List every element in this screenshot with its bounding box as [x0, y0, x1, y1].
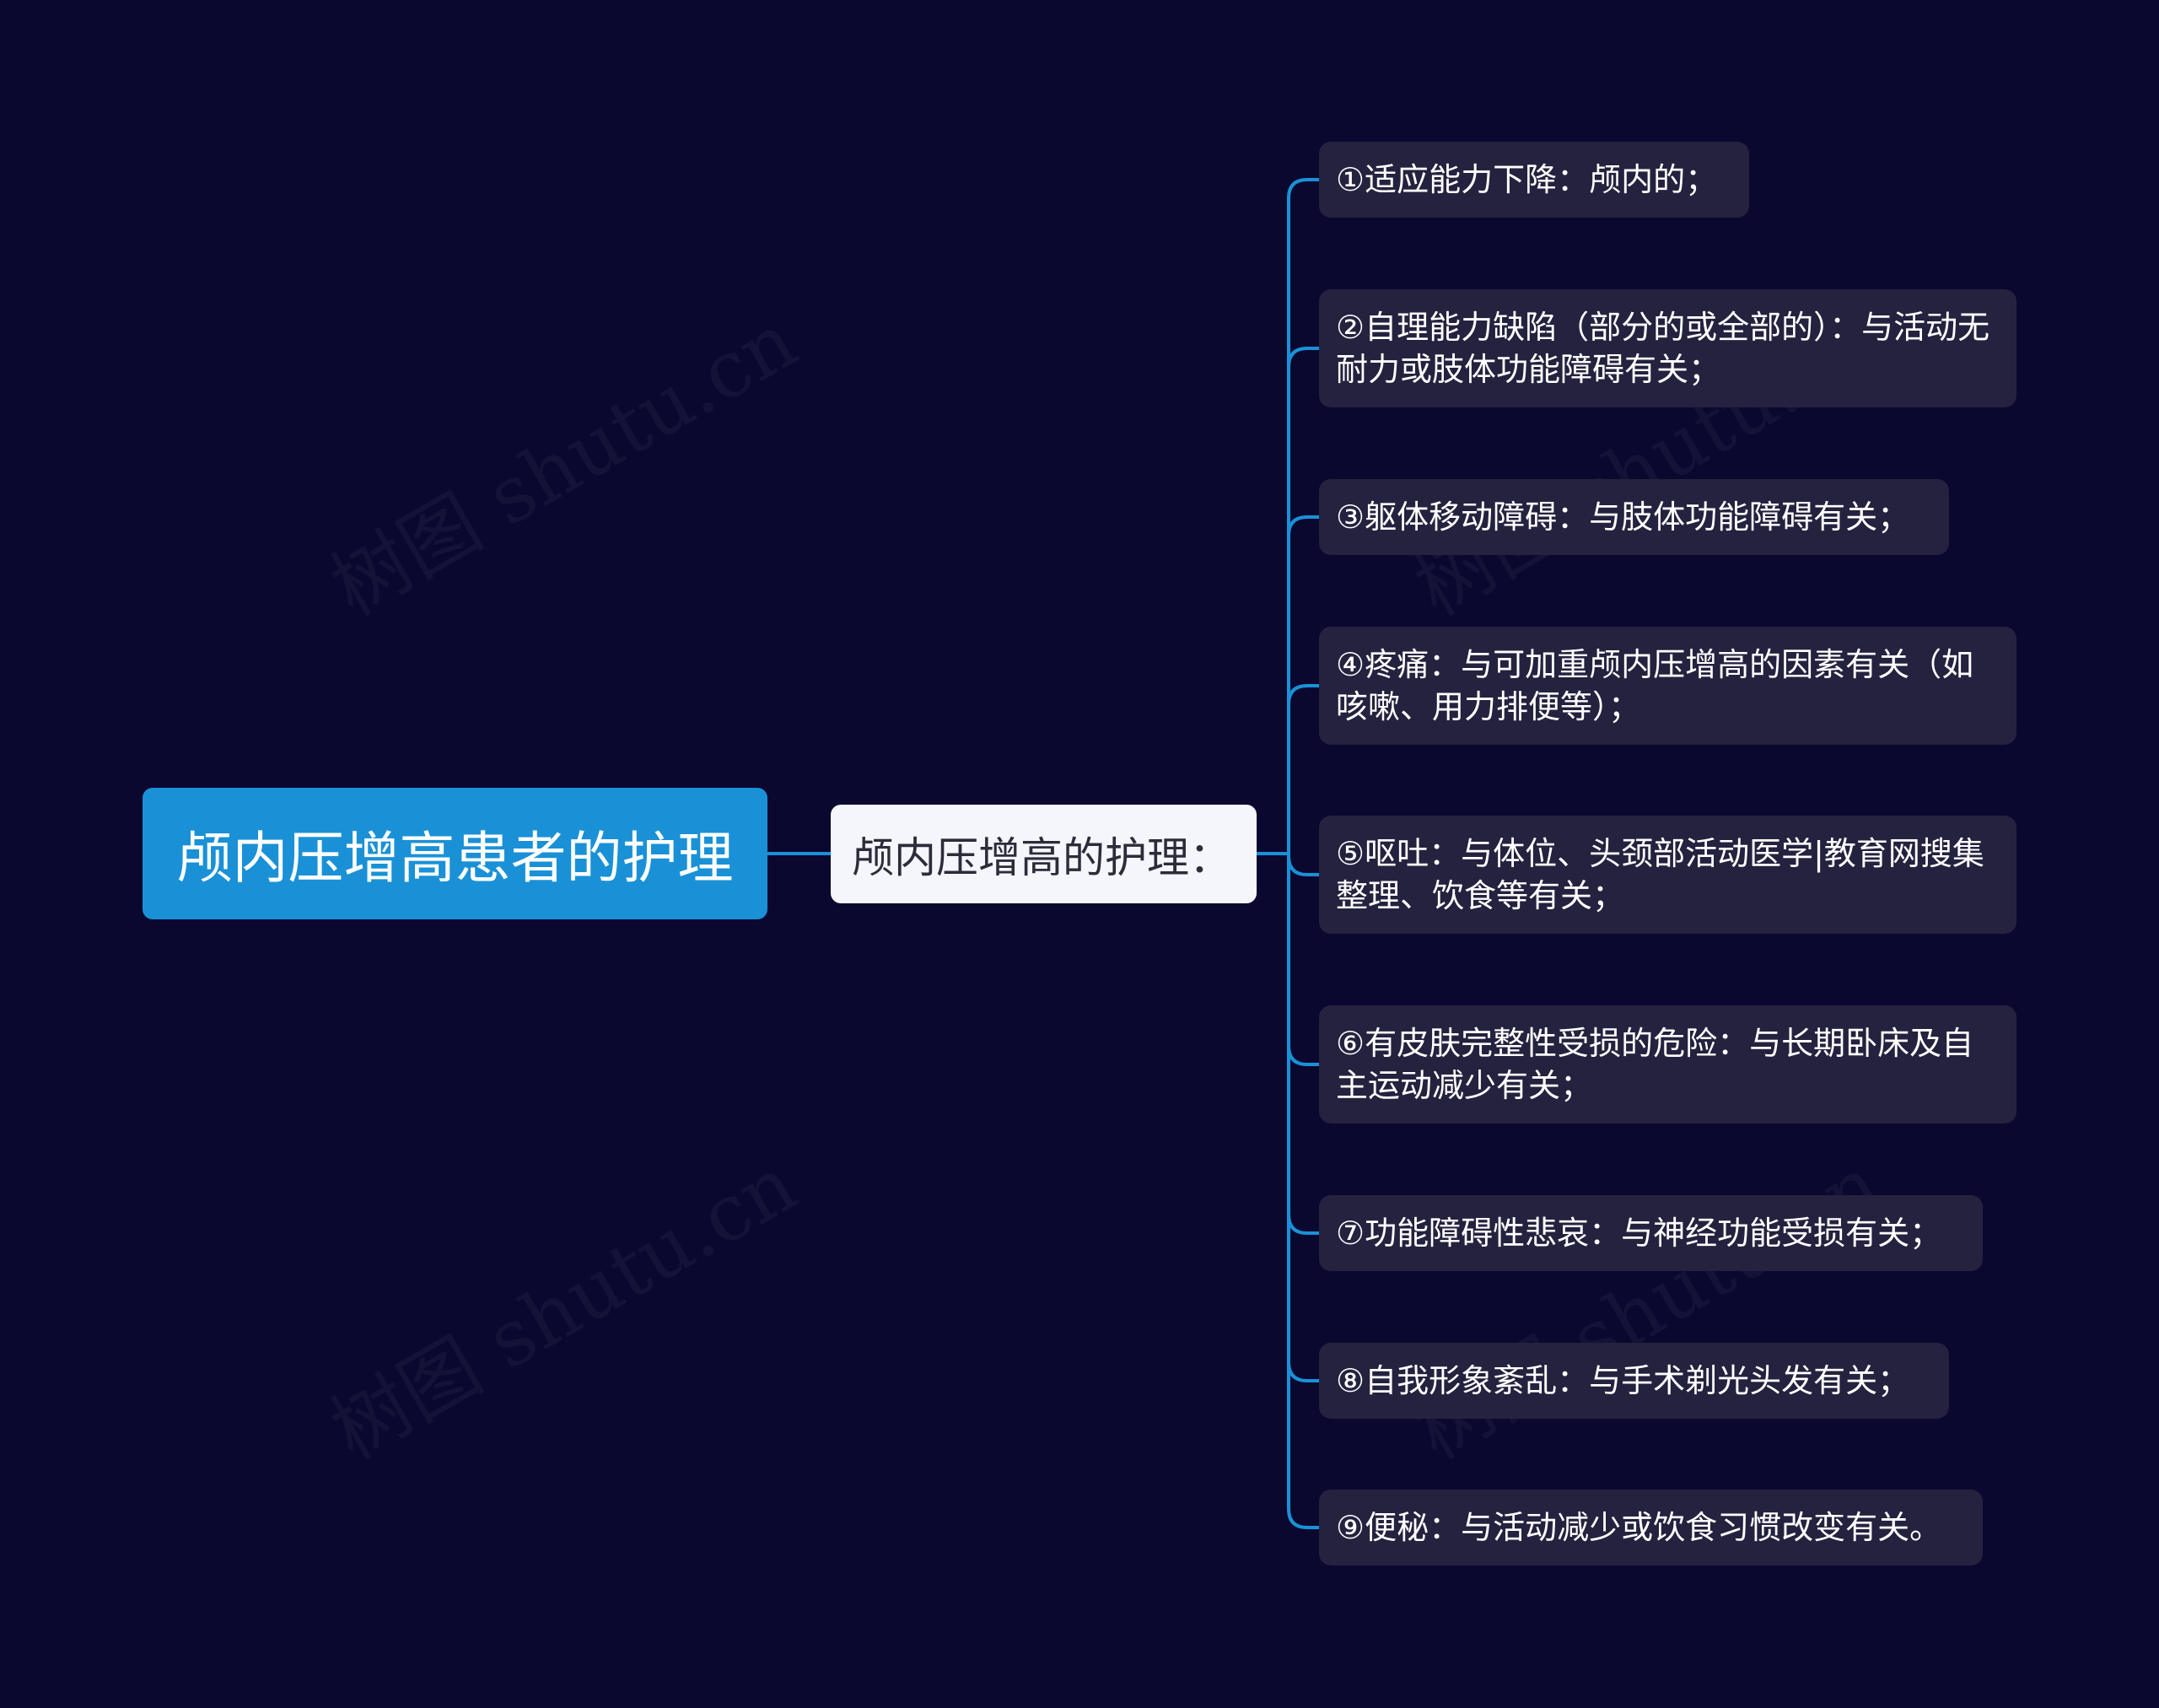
leaf-node-label: ②自理能力缺陷（部分的或全部的）：与活动无耐力或肢体功能障碍有关；: [1336, 309, 1990, 388]
leaf-node-9[interactable]: ⑨便秘：与活动减少或饮食习惯改变有关。: [1319, 1490, 1983, 1565]
leaf-connector-9: [1287, 1508, 1319, 1529]
leaf-node-label: ⑥有皮肤完整性受损的危险：与长期卧床及自主运动减少有关；: [1336, 1025, 1974, 1104]
leaf-connector-8: [1287, 1361, 1319, 1382]
leaf-node-6[interactable]: ⑥有皮肤完整性受损的危险：与长期卧床及自主运动减少有关；: [1319, 1005, 2016, 1123]
leaf-node-label: ⑤呕吐：与体位、头颈部活动医学|教育网搜集整理、饮食等有关；: [1336, 835, 1984, 914]
leaf-node-4[interactable]: ④疼痛：与可加重颅内压增高的因素有关（如咳嗽、用力排便等）；: [1319, 627, 2016, 745]
root-node-label: 颅内压增高患者的护理: [176, 826, 734, 891]
leaf-node-label: ⑦功能障碍性悲哀：与神经功能受损有关；: [1336, 1215, 1942, 1252]
leaf-node-label: ⑨便秘：与活动减少或饮食习惯改变有关。: [1336, 1509, 1942, 1546]
leaf-node-7[interactable]: ⑦功能障碍性悲哀：与神经功能受损有关；: [1319, 1195, 1983, 1271]
leaf-connector-4: [1287, 684, 1319, 705]
leaf-node-label: ③躯体移动障碍：与肢体功能障碍有关；: [1336, 498, 1910, 536]
leaf-node-label: ④疼痛：与可加重颅内压增高的因素有关（如咳嗽、用力排便等）；: [1336, 646, 1974, 725]
leaf-connector-6: [1287, 1045, 1319, 1066]
leaf-node-5[interactable]: ⑤呕吐：与体位、头颈部活动医学|教育网搜集整理、饮食等有关；: [1319, 816, 2016, 934]
root-node[interactable]: 颅内压增高患者的护理: [143, 788, 767, 919]
leaf-connector-1: [1287, 178, 1319, 199]
leaf-node-8[interactable]: ⑧自我形象紊乱：与手术剃光头发有关；: [1319, 1343, 1949, 1419]
leaf-node-3[interactable]: ③躯体移动障碍：与肢体功能障碍有关；: [1319, 479, 1949, 555]
leaf-connector-2: [1287, 347, 1319, 368]
leaf-node-label: ①适应能力下降：颅内的；: [1336, 161, 1718, 198]
branch-node[interactable]: 颅内压增高的护理：: [831, 805, 1257, 903]
branch-node-label: 颅内压增高的护理：: [852, 832, 1231, 882]
leaf-connector-5: [1287, 855, 1319, 876]
leaf-node-1[interactable]: ①适应能力下降：颅内的；: [1319, 142, 1749, 218]
leaf-connector-3: [1287, 515, 1319, 536]
leaf-node-label: ⑧自我形象紊乱：与手术剃光头发有关；: [1336, 1362, 1910, 1399]
leaf-connector-7: [1287, 1214, 1319, 1235]
leaf-node-2[interactable]: ②自理能力缺陷（部分的或全部的）：与活动无耐力或肢体功能障碍有关；: [1319, 289, 2016, 407]
